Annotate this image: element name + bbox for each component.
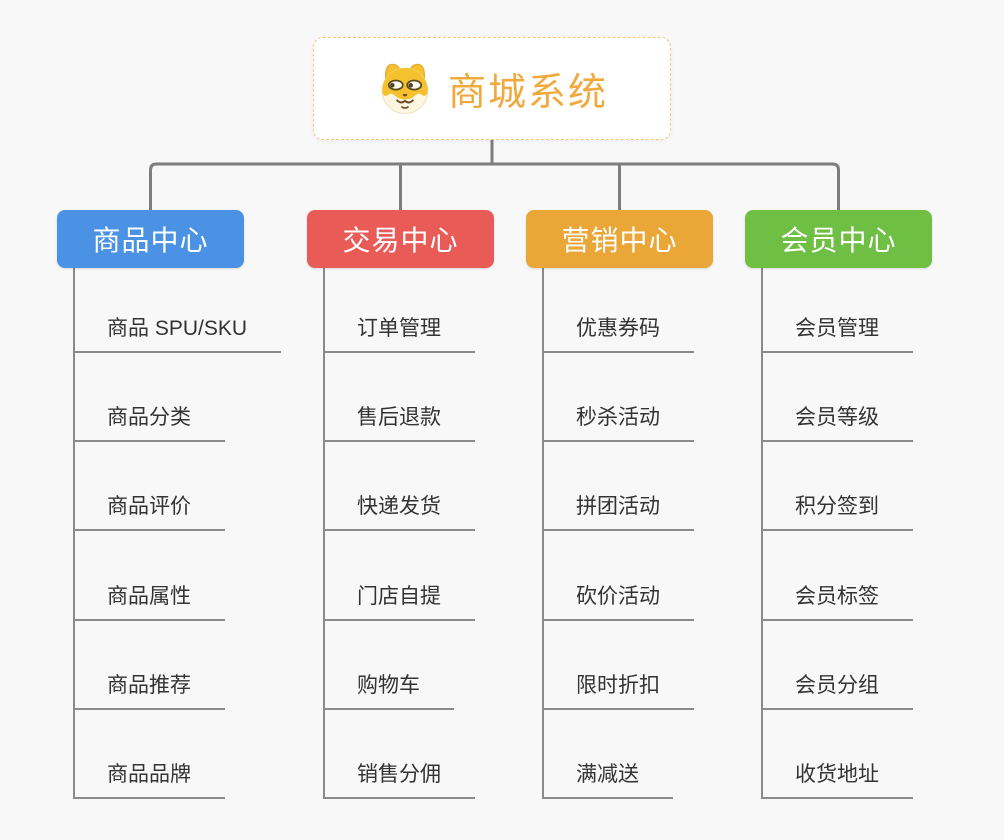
- leaf-node[interactable]: 订单管理: [323, 313, 475, 353]
- leaf-node[interactable]: 商品分类: [73, 402, 225, 442]
- root-node[interactable]: 商城系统: [313, 37, 671, 140]
- branch-product-center[interactable]: 商品中心: [57, 210, 244, 268]
- leaf-node[interactable]: 商品 SPU/SKU: [73, 313, 282, 353]
- leaf-node[interactable]: 会员等级: [761, 402, 913, 442]
- leaf-node[interactable]: 秒杀活动: [542, 402, 694, 442]
- leaf-node[interactable]: 满减送: [542, 759, 673, 799]
- leaf-node[interactable]: 售后退款: [323, 402, 475, 442]
- root-title: 商城系统: [447, 72, 608, 114]
- leaf-node[interactable]: 限时折扣: [542, 670, 694, 710]
- leaf-node[interactable]: 收货地址: [761, 759, 913, 799]
- leaf-node[interactable]: 购物车: [323, 670, 454, 710]
- leaf-node[interactable]: 商品推荐: [73, 670, 225, 710]
- leaf-node[interactable]: 商品评价: [73, 491, 225, 531]
- leaf-node[interactable]: 砍价活动: [542, 581, 694, 621]
- leaf-node[interactable]: 商品属性: [73, 581, 225, 621]
- leaf-node[interactable]: 销售分佣: [323, 759, 475, 799]
- leaf-node[interactable]: 门店自提: [323, 581, 475, 621]
- leaf-node[interactable]: 会员分组: [761, 670, 913, 710]
- leaf-node[interactable]: 拼团活动: [542, 491, 694, 531]
- leaf-node[interactable]: 快递发货: [323, 491, 475, 531]
- leaf-node[interactable]: 会员管理: [761, 313, 913, 353]
- branch-member-center[interactable]: 会员中心: [745, 210, 932, 268]
- branch-marketing-center[interactable]: 营销中心: [526, 210, 713, 268]
- dog-face-icon: [381, 63, 429, 114]
- leaf-node[interactable]: 优惠券码: [542, 313, 694, 353]
- leaf-node[interactable]: 积分签到: [761, 491, 913, 531]
- leaf-node[interactable]: 会员标签: [761, 581, 913, 621]
- branch-trade-center[interactable]: 交易中心: [307, 210, 494, 268]
- leaf-node[interactable]: 商品品牌: [73, 759, 225, 799]
